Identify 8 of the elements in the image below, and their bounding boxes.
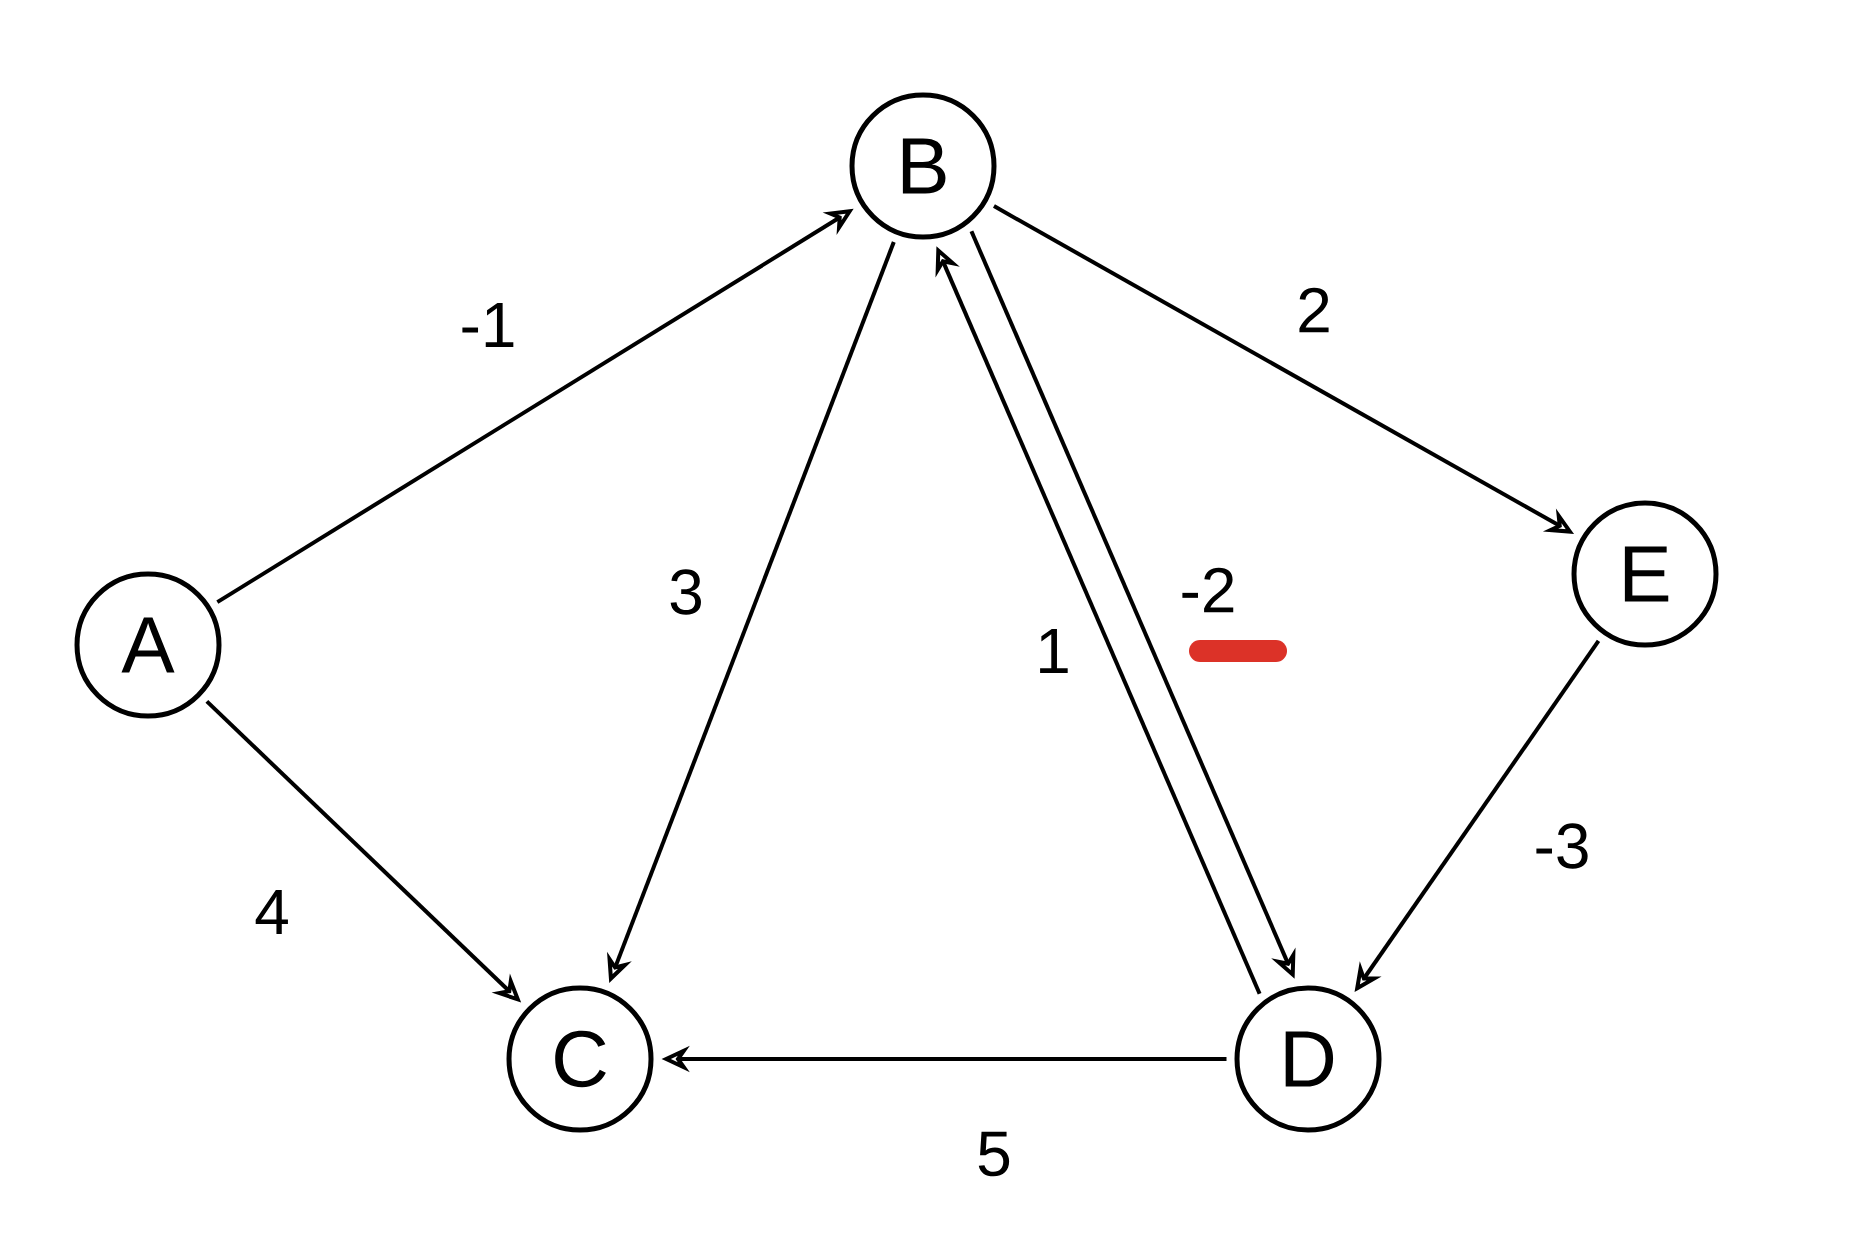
edge-label: -1 [462,303,514,347]
edge-label: 2 [1299,287,1329,333]
edge-label: 5 [978,1131,1010,1177]
edge-label: -3 [1536,823,1588,869]
edge-label: 4 [255,890,288,934]
edge-label: 3 [670,569,701,615]
edge-label: 1 [1040,629,1068,673]
edge-label: -2 [1182,567,1234,613]
